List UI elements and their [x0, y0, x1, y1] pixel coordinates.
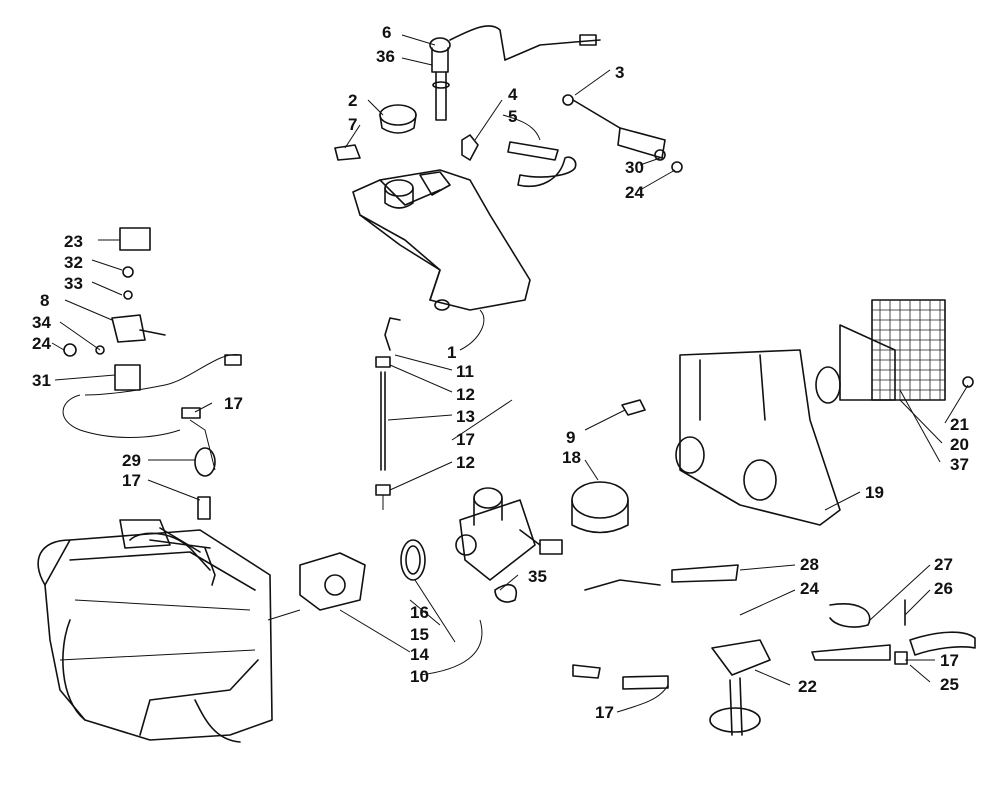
hose-clip	[621, 399, 646, 416]
callout-3: 3	[615, 63, 624, 82]
callout-23: 23	[64, 232, 83, 251]
vent-fitting	[461, 134, 479, 161]
leader-lines	[51, 34, 969, 713]
callout-7: 7	[348, 115, 357, 134]
fuel-tank	[352, 169, 531, 311]
callout-24-left: 24	[32, 334, 51, 353]
callout-1: 1	[447, 343, 456, 362]
tank-bracket	[562, 94, 683, 173]
callout-14: 14	[410, 645, 429, 664]
callout-17-right: 17	[940, 651, 959, 670]
callout-21: 21	[950, 415, 969, 434]
callout-17-center: 17	[456, 430, 475, 449]
callout-20: 20	[950, 435, 969, 454]
check-valve	[114, 364, 141, 391]
fuel-filter	[194, 447, 216, 477]
callout-32: 32	[64, 253, 83, 272]
callout-11: 11	[456, 362, 474, 381]
intake-clamp	[400, 539, 426, 581]
callout-30: 30	[625, 158, 644, 177]
fuel-line-assembly	[375, 317, 401, 510]
callout-35: 35	[528, 567, 547, 586]
callout-36: 36	[376, 47, 395, 66]
callout-33: 33	[64, 274, 83, 293]
callout-17-left: 17	[224, 394, 243, 413]
callout-8: 8	[40, 291, 49, 310]
hose-clamp-35	[494, 584, 517, 603]
fuel-pump	[709, 639, 771, 736]
callout-25: 25	[940, 675, 959, 694]
callout-15: 15	[410, 625, 429, 644]
callout-34: 34	[32, 313, 51, 332]
tank-cap	[379, 104, 417, 134]
callout-27: 27	[934, 555, 953, 574]
callout-2: 2	[348, 91, 357, 110]
fuel-hoses-left	[62, 353, 242, 471]
callout-26: 26	[934, 579, 953, 598]
warning-decal	[119, 227, 151, 251]
callout-29: 29	[122, 451, 141, 470]
airbox	[675, 349, 841, 526]
callout-22: 22	[798, 677, 817, 696]
screw-21	[962, 376, 974, 388]
fuel-hose-17-lower	[197, 496, 211, 520]
callout-19: 19	[865, 483, 884, 502]
callout-28: 28	[800, 555, 819, 574]
callout-16: 16	[410, 603, 429, 622]
intake-flange	[299, 552, 366, 611]
callout-31: 31	[32, 371, 51, 390]
air-silencer-boot	[571, 481, 629, 534]
vent-hose	[507, 141, 577, 187]
callout-9: 9	[566, 428, 575, 447]
callout-12-upper: 12	[456, 385, 475, 404]
fuel-gauge-sender	[429, 25, 601, 121]
pump-clamp	[829, 603, 871, 628]
pump-hoses	[572, 564, 976, 690]
silencer-tube	[815, 324, 896, 404]
air-screen	[871, 299, 946, 401]
callout-17-filter: 17	[122, 471, 141, 490]
washer-34	[95, 345, 105, 355]
callout-17-bottom: 17	[595, 703, 614, 722]
callout-24-top: 24	[625, 183, 644, 202]
callout-6: 6	[382, 23, 391, 42]
carburetor	[455, 487, 563, 581]
nut-32	[122, 266, 134, 278]
callout-labels: 6 36 3 2 4 5 7 30 24 23 32 33 8 34 24 31…	[32, 23, 969, 722]
washer-33	[123, 290, 133, 300]
callout-37: 37	[950, 455, 969, 474]
callout-24-pump: 24	[800, 579, 819, 598]
callout-12-lower: 12	[456, 453, 475, 472]
callout-13: 13	[456, 407, 475, 426]
tee-fitting	[894, 651, 908, 665]
callout-10: 10	[410, 667, 429, 686]
tank-decal	[334, 144, 361, 161]
engine-block	[37, 519, 273, 743]
mounting-bracket	[111, 314, 166, 343]
callout-5: 5	[508, 107, 517, 126]
callout-4: 4	[508, 85, 518, 104]
nut-24	[63, 343, 77, 357]
callout-18: 18	[562, 448, 581, 467]
